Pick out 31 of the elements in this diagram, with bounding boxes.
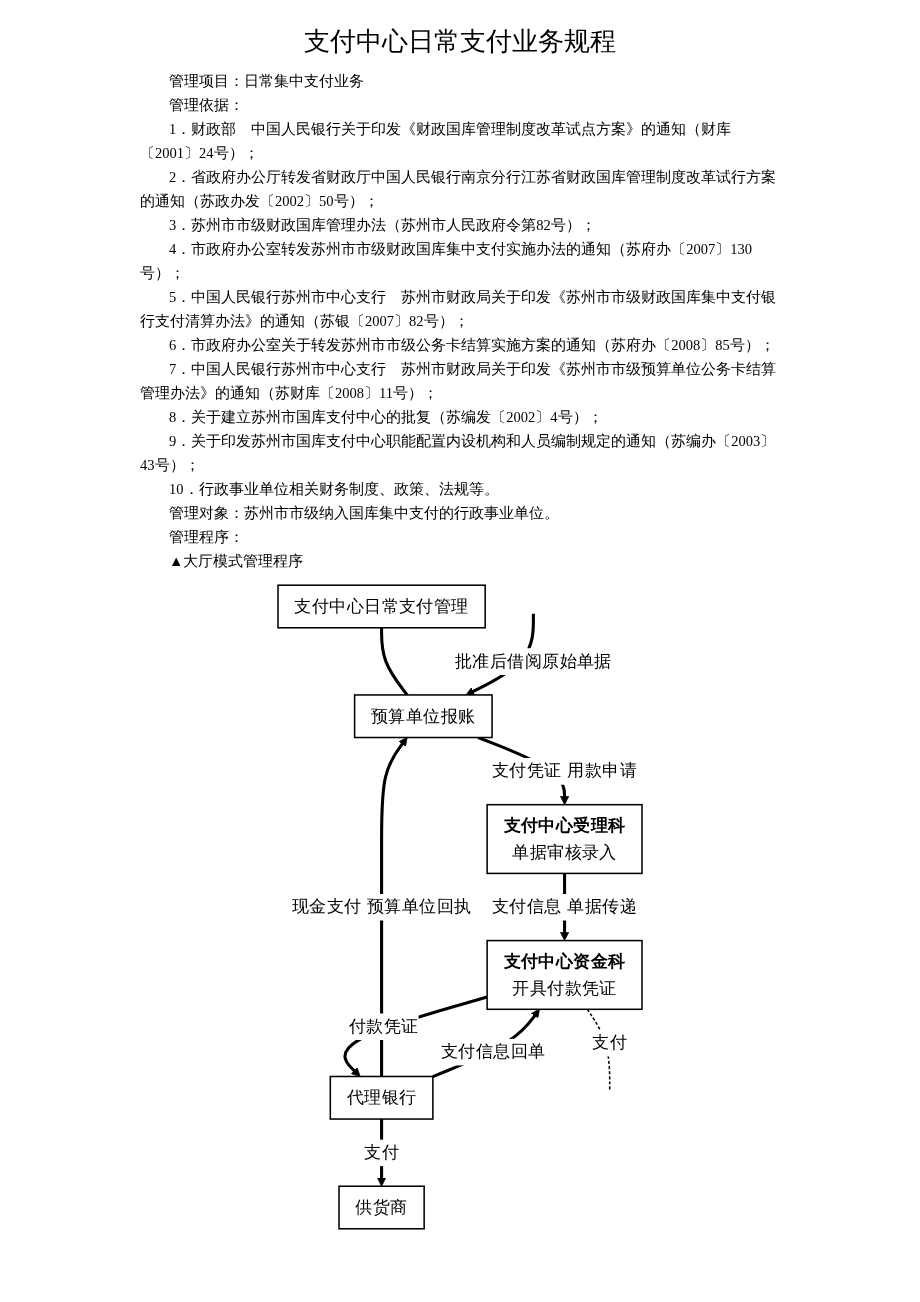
- node-box: 代理银行: [329, 1075, 434, 1120]
- text-paragraph: 6．市政府办公室关于转发苏州市市级公务卡结算实施方案的通知（苏府办〔2008〕85号）；: [168, 336, 776, 355]
- node-box: 支付中心日常支付管理: [277, 584, 486, 629]
- text-paragraph: 管理依据：: [168, 96, 245, 115]
- text-paragraph: 10．行政事业单位相关财务制度、政策、法规等。: [168, 480, 500, 499]
- edge-label: 支付: [364, 1141, 400, 1163]
- text-paragraph: 管理项目：日常集中支付业务: [168, 72, 365, 91]
- edge-label: 现金支付 预算单位回执: [291, 895, 472, 917]
- text-paragraph: 4．市政府办公室转发苏州市市级财政国库集中支付实施办法的通知（苏府办〔2007〕130号）；: [140, 240, 753, 283]
- edge-label: 付款凭证: [348, 1015, 419, 1036]
- text-paragraph: 9．关于印发苏州市国库支付中心职能配置内设机构和人员编制规定的通知（苏编办〔2003〕43号）；: [140, 432, 777, 475]
- node-box: 供货商: [338, 1185, 425, 1230]
- connector-line: [380, 627, 409, 696]
- edge-label: 支付凭证 用款申请: [492, 760, 638, 781]
- node-box: 预算单位报账: [353, 694, 493, 739]
- text-paragraph: 8．关于建立苏州市国库支付中心的批复（苏编发〔2002〕4号）；: [168, 408, 604, 427]
- text-paragraph: 管理对象：苏州市市级纳入国库集中支付的行政事业单位。: [168, 504, 560, 523]
- text-paragraph: 3．苏州市市级财政国库管理办法（苏州市人民政府令第82号）；: [168, 216, 597, 235]
- page-title: 支付中心日常支付业务规程: [303, 25, 617, 58]
- text-paragraph: ▲大厅模式管理程序: [168, 552, 305, 571]
- edge-label: 支付信息 单据传递: [492, 895, 638, 917]
- text-paragraph: 7．中国人民银行苏州市中心支行 苏州市财政局关于印发《苏州市市级预算单位公务卡结算管理办法》的通知（苏财库〔2008〕11号）；: [140, 360, 778, 403]
- edge-label: 支付信息回单: [440, 1040, 546, 1062]
- edge-label: 批准后借阅原始单据: [454, 650, 612, 671]
- edge-label: 支付: [592, 1031, 628, 1053]
- node-box: 支付中心受理科 单据审核录入: [486, 803, 643, 875]
- text-paragraph: 5．中国人民银行苏州市中心支行 苏州市财政局关于印发《苏州市市级财政国库集中支付银行支付清算办法》的通知（苏银〔2007〕82号）；: [140, 288, 778, 331]
- text-paragraph: 管理程序：: [168, 528, 245, 547]
- text-paragraph: 2．省政府办公厅转发省财政厅中国人民银行南京分行江苏省财政国库管理制度改革试行方案的通知（苏政办发〔2002〕50号）；: [140, 168, 778, 211]
- node-box: 支付中心资金科 开具付款凭证: [486, 939, 643, 1011]
- text-paragraph: 1．财政部 中国人民银行关于印发《财政国库管理制度改革试点方案》的通知（财库〔2001〕24号）；: [140, 120, 733, 163]
